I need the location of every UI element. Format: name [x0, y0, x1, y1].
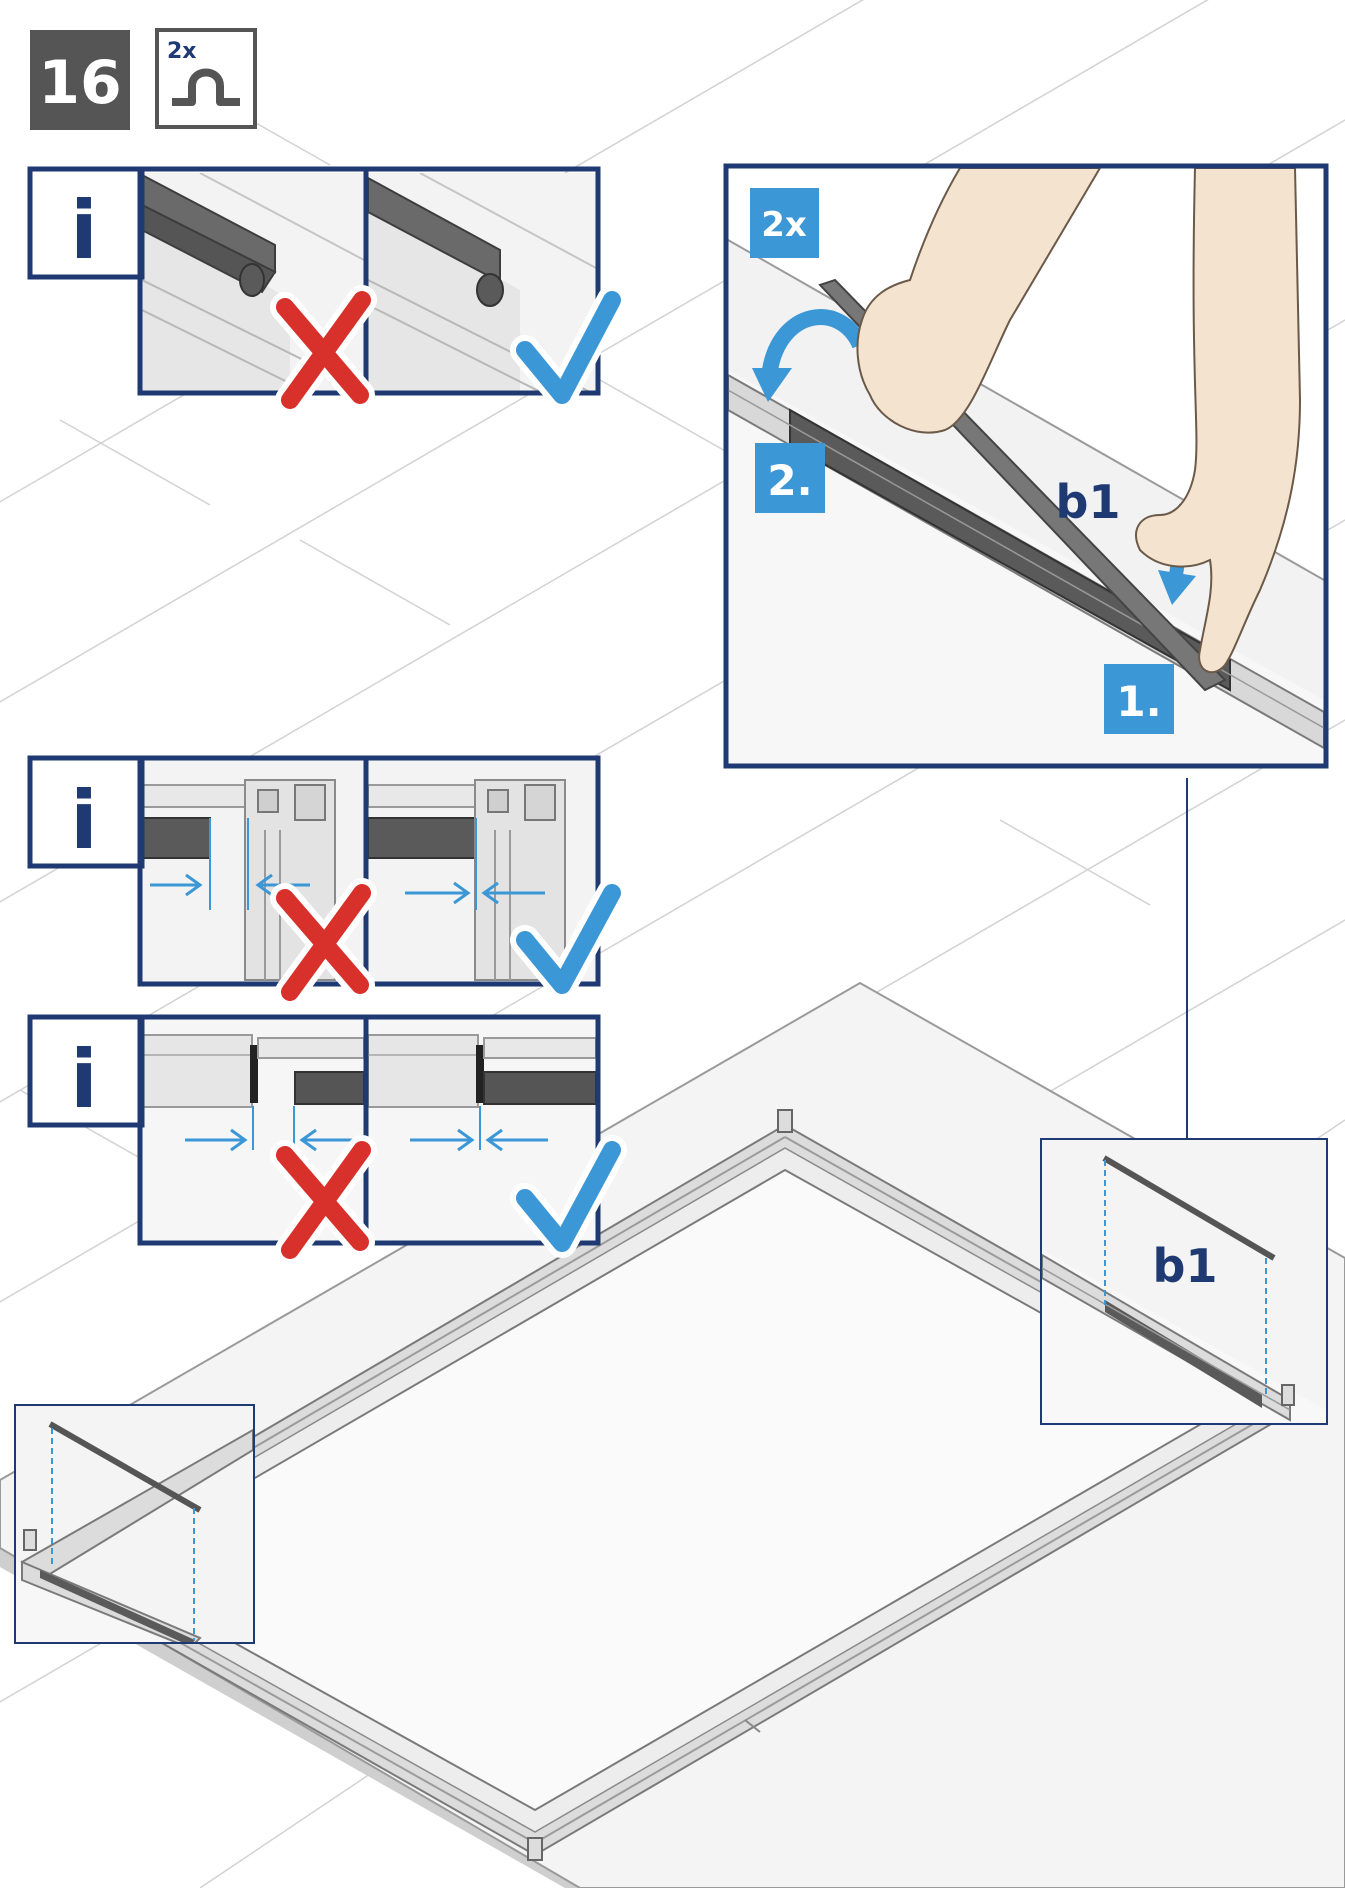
callout-part-label: b1 [1153, 1239, 1218, 1293]
part-quantity: 2x [167, 39, 197, 64]
assembled-frame [23, 1109, 1298, 1861]
hint-b-right-image [368, 760, 596, 982]
left-hand-image [856, 168, 1102, 434]
detail-panel-install-seal: 2x 2. 1. b1 [723, 163, 1329, 769]
hint-panel-joint-gap: i [27, 1014, 627, 1265]
detail-part-label: b1 [1056, 475, 1121, 529]
info-icon: i [70, 184, 97, 277]
info-icon: i [70, 1033, 97, 1126]
part-quantity-badge: 2x [155, 28, 257, 129]
hint-a-right-image [368, 173, 596, 391]
hint-c-right-image [368, 1019, 596, 1241]
step-number-badge: 16 [30, 30, 130, 130]
right-hand-image [1135, 168, 1302, 674]
detail-quantity: 2x [761, 205, 807, 245]
detail-step-1: 1. [1116, 677, 1161, 726]
step-number: 16 [38, 48, 122, 118]
info-icon: i [70, 774, 97, 867]
callout-left-seal [14, 1404, 255, 1644]
rotate-arrow-icon [762, 309, 868, 372]
hint-panel-seal-seating: i [27, 166, 627, 415]
seal-profile-icon [172, 68, 240, 106]
hint-panel-corner-gap: i [27, 755, 627, 1007]
callout-right-seal-b1: b1 [1040, 1138, 1328, 1425]
detail-step-2: 2. [767, 456, 812, 505]
